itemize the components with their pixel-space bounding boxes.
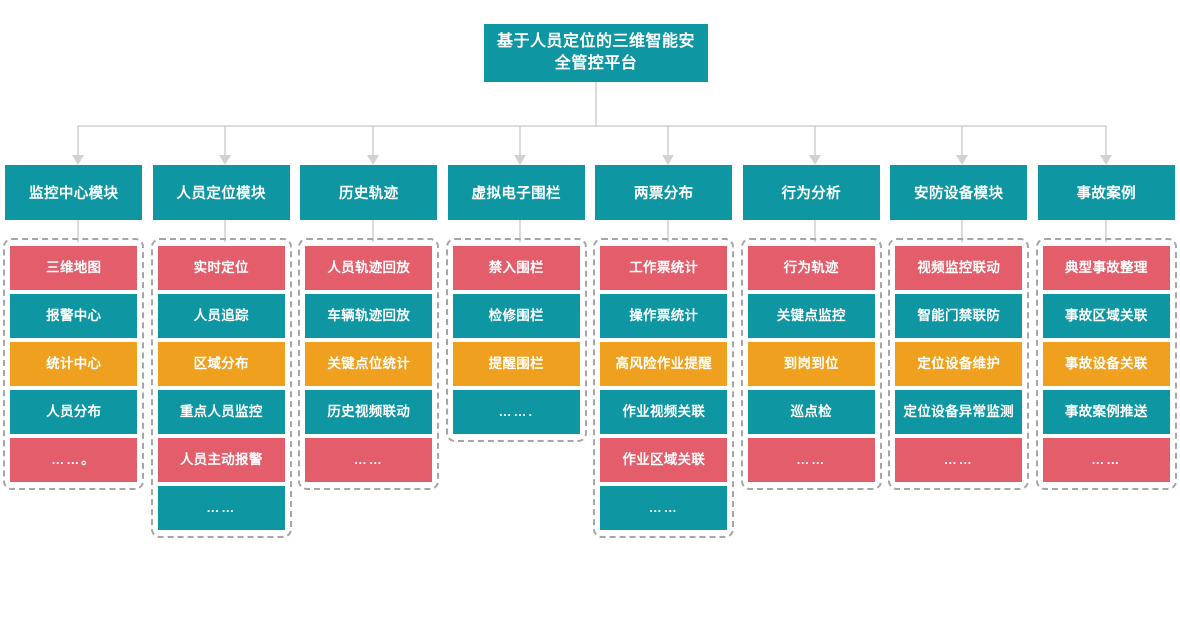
column-group-box: 工作票统计 操作票统计 高风险作业提醒 作业视频关联 作业区域关联 ……: [593, 238, 735, 538]
module-item[interactable]: 工作票统计: [600, 246, 728, 290]
module-item-placeholder[interactable]: ……: [305, 438, 433, 482]
column-security-devices: 安防设备模块 视频监控联动 智能门禁联防 定位设备维护 定位设备异常监测 ……: [885, 165, 1033, 490]
column-personnel-positioning: 人员定位模块 实时定位 人员追踪 区域分布 重点人员监控 人员主动报警 ……: [148, 165, 296, 538]
module-item[interactable]: 智能门禁联防: [895, 294, 1023, 338]
module-item[interactable]: 作业区域关联: [600, 438, 728, 482]
module-item[interactable]: 行为轨迹: [747, 246, 875, 290]
module-item[interactable]: 定位设备维护: [895, 342, 1023, 386]
column-group-box: 视频监控联动 智能门禁联防 定位设备维护 定位设备异常监测 ……: [888, 238, 1030, 490]
module-item[interactable]: 到岗到位: [747, 342, 875, 386]
column-group-box: 行为轨迹 关键点监控 到岗到位 巡点检 ……: [740, 238, 882, 490]
column-two-tickets: 两票分布 工作票统计 操作票统计 高风险作业提醒 作业视频关联 作业区域关联 ……: [590, 165, 738, 538]
module-item[interactable]: 关键点位统计: [305, 342, 433, 386]
module-item-placeholder[interactable]: ……: [1042, 438, 1170, 482]
column-header[interactable]: 事故案例: [1037, 165, 1175, 220]
platform-title-box: 基于人员定位的三维智能安全管控平台: [484, 24, 708, 82]
module-item[interactable]: 人员追踪: [157, 294, 285, 338]
column-history-track: 历史轨迹 人员轨迹回放 车辆轨迹回放 关键点位统计 历史视频联动 ……: [295, 165, 443, 490]
module-item[interactable]: 车辆轨迹回放: [305, 294, 433, 338]
column-header[interactable]: 行为分析: [742, 165, 880, 220]
module-item[interactable]: 视频监控联动: [895, 246, 1023, 290]
module-item[interactable]: 报警中心: [10, 294, 138, 338]
module-item[interactable]: 实时定位: [157, 246, 285, 290]
module-item[interactable]: 操作票统计: [600, 294, 728, 338]
module-item[interactable]: 事故案例推送: [1042, 390, 1170, 434]
module-item[interactable]: 事故设备关联: [1042, 342, 1170, 386]
module-item[interactable]: 检修围栏: [452, 294, 580, 338]
module-item[interactable]: 提醒围栏: [452, 342, 580, 386]
module-item-placeholder[interactable]: ……: [895, 438, 1023, 482]
module-item[interactable]: 重点人员监控: [157, 390, 285, 434]
module-item[interactable]: 人员分布: [10, 390, 138, 434]
module-item[interactable]: 作业视频关联: [600, 390, 728, 434]
column-accident-cases: 事故案例 典型事故整理 事故区域关联 事故设备关联 事故案例推送 ……: [1033, 165, 1180, 490]
column-header[interactable]: 人员定位模块: [152, 165, 290, 220]
column-behavior-analysis: 行为分析 行为轨迹 关键点监控 到岗到位 巡点检 ……: [738, 165, 886, 490]
column-group-box: 人员轨迹回放 车辆轨迹回放 关键点位统计 历史视频联动 ……: [298, 238, 440, 490]
module-item-placeholder[interactable]: ……: [157, 486, 285, 530]
module-columns: 监控中心模块 三维地图 报警中心 统计中心 人员分布 ……。 人员定位模块 实时…: [0, 165, 1180, 538]
module-item[interactable]: 禁入围栏: [452, 246, 580, 290]
module-item[interactable]: 人员轨迹回放: [305, 246, 433, 290]
column-header[interactable]: 监控中心模块: [5, 165, 143, 220]
column-header[interactable]: 虚拟电子围栏: [447, 165, 585, 220]
module-item[interactable]: 事故区域关联: [1042, 294, 1170, 338]
column-group-box: 三维地图 报警中心 统计中心 人员分布 ……。: [3, 238, 145, 490]
module-item[interactable]: 典型事故整理: [1042, 246, 1170, 290]
column-monitoring-center: 监控中心模块 三维地图 报警中心 统计中心 人员分布 ……。: [0, 165, 148, 490]
column-group-box: 禁入围栏 检修围栏 提醒围栏 …….: [445, 238, 587, 442]
column-header[interactable]: 安防设备模块: [890, 165, 1028, 220]
module-item[interactable]: 区域分布: [157, 342, 285, 386]
module-item[interactable]: 定位设备异常监测: [895, 390, 1023, 434]
module-item[interactable]: 历史视频联动: [305, 390, 433, 434]
module-item[interactable]: 巡点检: [747, 390, 875, 434]
module-item[interactable]: 统计中心: [10, 342, 138, 386]
column-header[interactable]: 两票分布: [595, 165, 733, 220]
column-group-box: 典型事故整理 事故区域关联 事故设备关联 事故案例推送 ……: [1035, 238, 1177, 490]
module-item[interactable]: 三维地图: [10, 246, 138, 290]
module-item[interactable]: 高风险作业提醒: [600, 342, 728, 386]
module-item-placeholder[interactable]: ……: [600, 486, 728, 530]
connector-arrowheads: [72, 155, 1112, 165]
column-group-box: 实时定位 人员追踪 区域分布 重点人员监控 人员主动报警 ……: [150, 238, 292, 538]
column-virtual-fence: 虚拟电子围栏 禁入围栏 检修围栏 提醒围栏 …….: [443, 165, 591, 442]
module-item-placeholder[interactable]: …….: [452, 390, 580, 434]
module-item[interactable]: 关键点监控: [747, 294, 875, 338]
column-header[interactable]: 历史轨迹: [300, 165, 438, 220]
module-item[interactable]: 人员主动报警: [157, 438, 285, 482]
module-item-placeholder[interactable]: ……: [747, 438, 875, 482]
module-item-placeholder[interactable]: ……。: [10, 438, 138, 482]
